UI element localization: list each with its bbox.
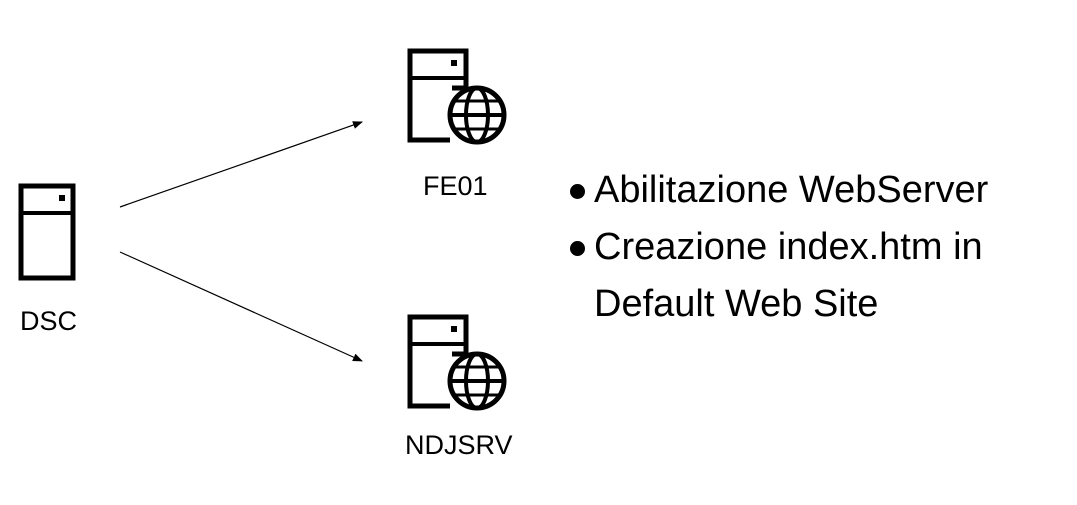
globe-icon (447, 351, 507, 411)
bullet-text: Abilitazione WebServer (594, 169, 989, 211)
bullet-item: Abilitazione WebServer (568, 162, 1068, 219)
arrow-dsc-to-fe01 (119, 121, 363, 208)
node-label-dsc: DSC (20, 306, 78, 336)
node-label-fe01: FE01 (423, 171, 488, 201)
node-label-ndjsrv: NDJSRV (405, 430, 513, 460)
bullet-item: Creazione index.htm in Default Web Site (568, 219, 1068, 333)
globe-icon (447, 85, 507, 145)
arrow-dsc-to-ndjsrv (119, 251, 363, 362)
bullet-dot-icon (570, 184, 585, 199)
server-icon (18, 183, 76, 281)
web-server-icon (407, 48, 507, 145)
bullet-dot-icon (570, 241, 585, 256)
bullet-text: Creazione index.htm in Default Web Site (594, 226, 983, 325)
web-server-icon (407, 314, 507, 411)
bullet-list: Abilitazione WebServer Creazione index.h… (568, 162, 1068, 333)
